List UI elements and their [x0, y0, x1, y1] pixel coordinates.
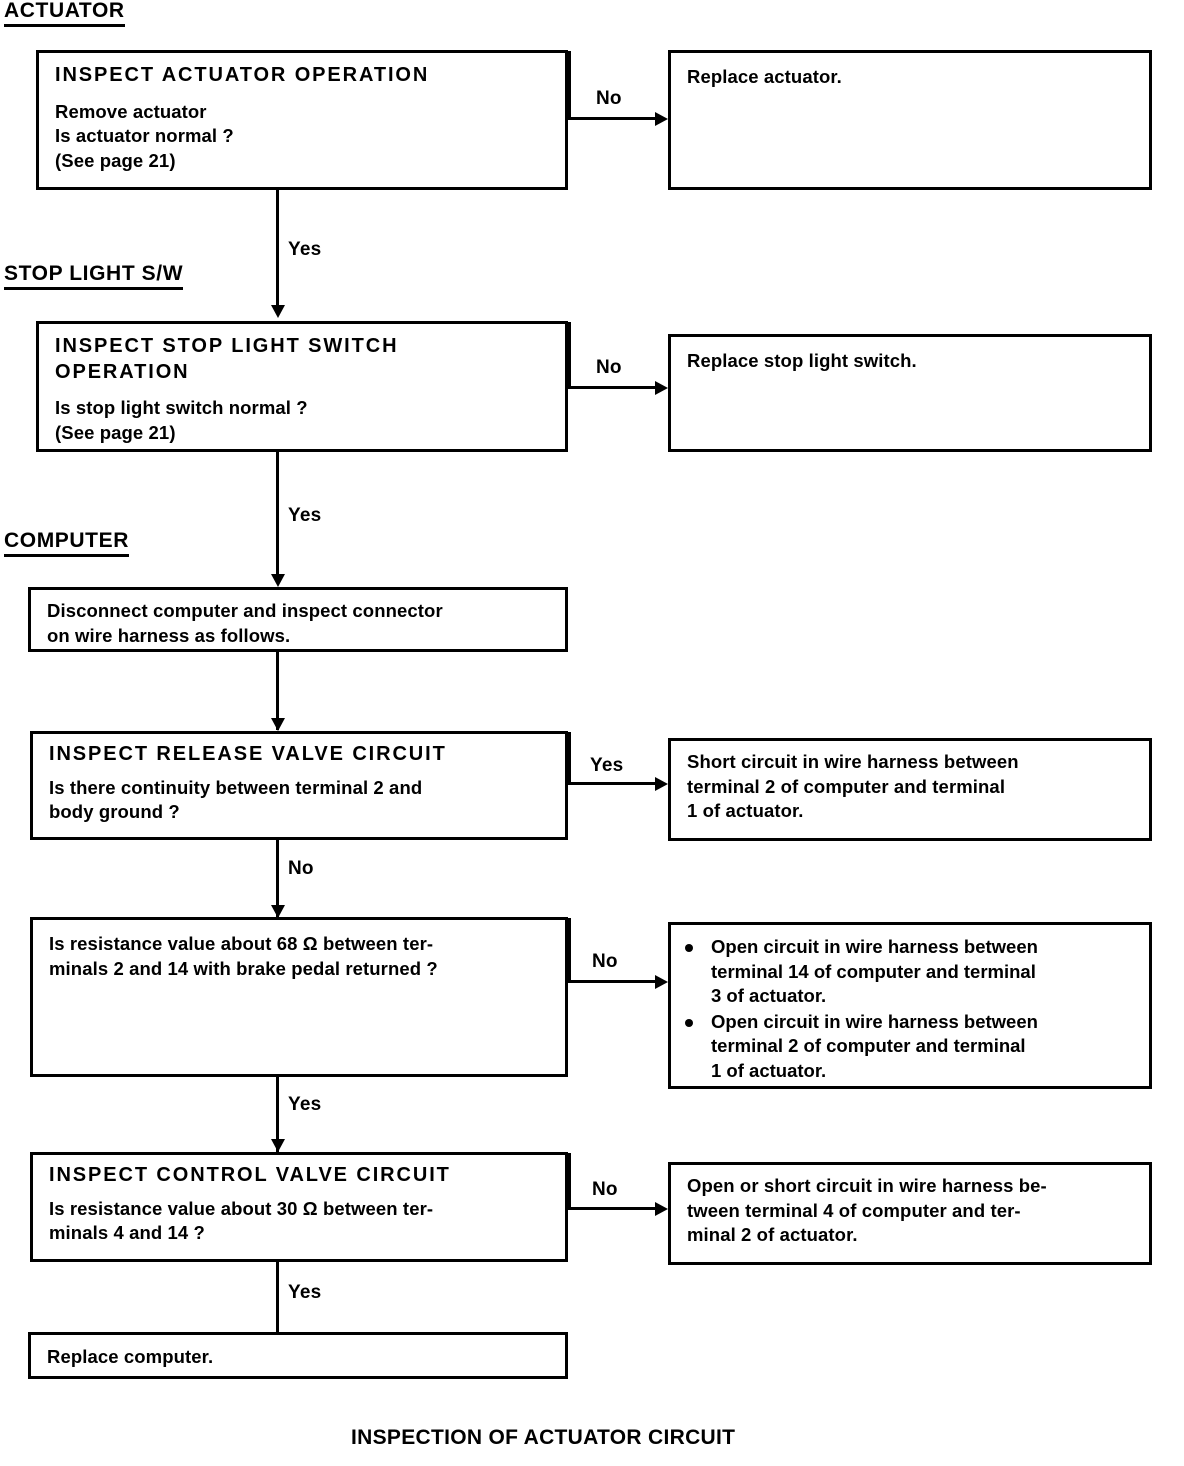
connector-release-yes-line: [568, 782, 658, 785]
node-body: Is stop light switch normal ? (See page …: [55, 397, 308, 443]
arrow-stoplight-no: [655, 381, 668, 395]
edge-label-stoplight-yes: Yes: [288, 505, 322, 526]
node-inspect-stop-light-switch: INSPECT STOP LIGHT SWITCH OPERATION Is s…: [36, 321, 568, 452]
arrow-actuator-yes: [271, 305, 285, 318]
edge-label-actuator-yes: Yes: [288, 239, 322, 260]
arrow-resistance68-no: [655, 975, 668, 989]
node-body: Is resistance value about 30 Ω between t…: [49, 1197, 434, 1244]
edge-label-stoplight-no: No: [596, 357, 622, 378]
arrow-actuator-no: [655, 112, 668, 126]
edge-label-control-no: No: [592, 1179, 618, 1200]
node-open-circuit-list: Open circuit in wire harness between ter…: [668, 922, 1152, 1089]
connector-control-no-stub: [568, 1153, 571, 1210]
connector-stoplight-no-line: [568, 386, 658, 389]
edge-label-actuator-no: No: [596, 88, 622, 109]
list-item: Open circuit in wire harness between ter…: [679, 1010, 1139, 1084]
node-inspect-control-valve-circuit: INSPECT CONTROL VALVE CIRCUIT Is resista…: [30, 1152, 568, 1262]
edge-label-release-yes: Yes: [590, 755, 624, 776]
node-replace-computer: Replace computer.: [28, 1332, 568, 1379]
section-header-computer: COMPUTER: [4, 530, 129, 557]
section-header-actuator: ACTUATOR: [4, 0, 125, 27]
connector-disconnect-to-release: [276, 652, 279, 730]
node-body: Replace actuator.: [687, 66, 842, 87]
connector-actuator-yes-line: [276, 190, 279, 312]
connector-control-no-line: [568, 1207, 658, 1210]
open-circuit-bullet-list: Open circuit in wire harness between ter…: [679, 935, 1139, 1084]
arrow-control-no: [655, 1202, 668, 1216]
node-body: Replace computer.: [47, 1346, 214, 1367]
node-body: Replace stop light switch.: [687, 350, 917, 371]
node-title: INSPECT RELEASE VALVE CIRCUIT: [49, 743, 447, 765]
connector-control-yes-line: [276, 1262, 279, 1334]
edge-label-resistance68-yes: Yes: [288, 1094, 322, 1115]
node-title: INSPECT ACTUATOR OPERATION: [55, 64, 430, 86]
edge-label-release-no: No: [288, 858, 314, 879]
page-caption: INSPECTION OF ACTUATOR CIRCUIT: [351, 1426, 736, 1449]
node-inspect-actuator-operation: INSPECT ACTUATOR OPERATION Remove actuat…: [36, 50, 568, 190]
connector-resistance68-no-line: [568, 980, 658, 983]
node-replace-stop-light-switch: Replace stop light switch.: [668, 334, 1152, 452]
connector-stoplight-yes-line: [276, 452, 279, 580]
node-title: INSPECT STOP LIGHT SWITCH OPERATION: [55, 335, 399, 383]
node-replace-actuator: Replace actuator.: [668, 50, 1152, 190]
edge-label-control-yes: Yes: [288, 1282, 322, 1303]
connector-stoplight-no-stub: [568, 322, 571, 389]
connector-resistance68-yes-line: [276, 1077, 279, 1152]
node-resistance-68-ohm: Is resistance value about 68 Ω between t…: [30, 917, 568, 1077]
node-short-circuit-release: Short circuit in wire harness between te…: [668, 738, 1152, 841]
node-open-short-control: Open or short circuit in wire harness be…: [668, 1162, 1152, 1265]
node-body: Short circuit in wire harness between te…: [687, 751, 1019, 822]
connector-resistance68-no-stub: [568, 918, 571, 983]
node-disconnect-computer: Disconnect computer and inspect connecto…: [28, 587, 568, 652]
section-header-stop-light-sw: STOP LIGHT S/W: [4, 263, 184, 290]
node-body: Is there continuity between terminal 2 a…: [49, 776, 423, 823]
node-body: Disconnect computer and inspect connecto…: [47, 600, 443, 646]
connector-actuator-no-line: [568, 117, 658, 120]
node-title: INSPECT CONTROL VALVE CIRCUIT: [49, 1164, 451, 1186]
arrow-stoplight-yes: [271, 574, 285, 587]
node-body: Is resistance value about 68 Ω between t…: [49, 933, 438, 979]
arrow-disconnect-to-release: [271, 718, 285, 731]
node-body: Open or short circuit in wire harness be…: [687, 1175, 1047, 1246]
list-item: Open circuit in wire harness between ter…: [679, 935, 1139, 1009]
connector-actuator-no-stub: [568, 51, 571, 119]
node-inspect-release-valve-circuit: INSPECT RELEASE VALVE CIRCUIT Is there c…: [30, 731, 568, 840]
connector-release-no-line: [276, 840, 279, 918]
edge-label-resistance68-no: No: [592, 951, 618, 972]
connector-release-yes-stub: [568, 732, 571, 785]
arrow-release-yes: [655, 777, 668, 791]
arrow-release-no: [271, 905, 285, 918]
node-body: Remove actuator Is actuator normal ? (Se…: [55, 100, 234, 171]
arrow-resistance68-yes: [271, 1139, 285, 1152]
